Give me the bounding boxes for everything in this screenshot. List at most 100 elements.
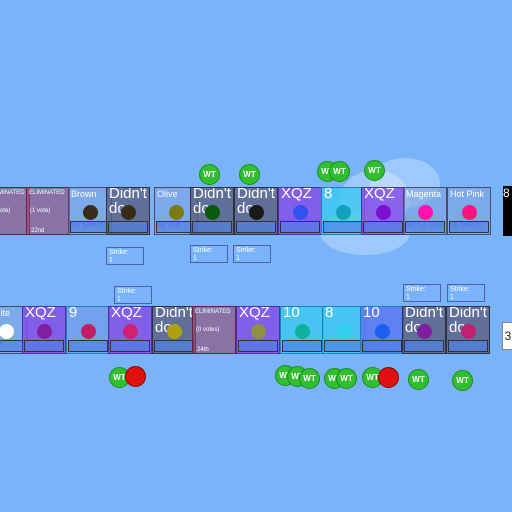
contestant-card: ELIMINATED (1 vote) 22nd [26,187,70,235]
card-strip [108,221,148,233]
card-strip [448,340,488,352]
contestant-dot [293,205,308,220]
contestant-dot [121,205,136,220]
card-status: ELIMINATED [195,309,231,315]
contestant-card: 8 [322,306,366,354]
card-score: XQZ [111,306,142,321]
vote-token: WT [239,164,260,185]
card-score: 10 [363,306,380,321]
card-strip [405,221,445,233]
contestant-dot [295,324,310,339]
contestant-dot [37,324,52,339]
contestant-card: Didn't do [402,306,446,354]
contestant-dot [376,205,391,220]
card-votes: (0 votes) [196,327,220,333]
contestant-card: BrownMy parents [68,187,112,235]
vote-token: WT [408,369,429,390]
contestant-dot [81,324,96,339]
contestant-dot [205,205,220,220]
contestant-dot [418,205,433,220]
elimination-token [378,367,399,388]
contestant-dot [249,205,264,220]
contestant-card: XQZ [22,306,66,354]
contestant-card: 10 [280,306,324,354]
contestant-dot [336,205,351,220]
card-status: ELIMINATED [29,190,65,196]
strike-box: Strike:1 [106,247,144,265]
card-score: 9 [69,306,78,321]
contestant-card: XQZ [108,306,152,354]
vote-token: WT [452,370,473,391]
card-score: XQZ [364,187,395,202]
card-strip [280,221,320,233]
contestant-card: XQZ [361,187,405,235]
card-strip [363,221,403,233]
contestant-dot [123,324,138,339]
card-name: Magenta [406,189,442,199]
elimination-token [125,366,146,387]
contestant-card: 9 [66,306,110,354]
card-strip [154,340,194,352]
contestant-dot [337,324,352,339]
contestant-dot [462,205,477,220]
contestant-dot [251,324,266,339]
contestant-dot [167,324,182,339]
card-score: XQZ [239,306,270,321]
contestant-dot [169,205,184,220]
contestant-card: MagentaMy big sister [403,187,447,235]
card-votes: (1 vote) [30,208,51,214]
contestant-dot [0,324,14,339]
card-name: Brown [71,189,97,199]
strike-box: Strike:1 [447,284,485,302]
strike-box: Strike:1 [403,284,441,302]
contestant-card: Didn't do [446,306,490,354]
contestant-card: 8 [321,187,365,235]
card-strip [238,340,278,352]
contestant-card: Didn't do [190,187,234,235]
card-strip [24,340,64,352]
card-name: White [0,308,11,318]
contestant-dot [83,205,98,220]
card-strip [323,221,363,233]
contestant-card: XQZ [236,306,280,354]
card-strip [70,221,110,233]
contestant-card: XQZ [278,187,322,235]
strike-box: Strike:1 [114,286,152,304]
side-panel: 8 [503,186,512,236]
strike-box: Strike:1 [190,245,228,263]
card-strip [282,340,322,352]
card-strip [110,340,150,352]
contestant-card: Hot PinkMy friends [447,187,491,235]
card-name: Olive [157,189,178,199]
card-strip [362,340,402,352]
contestant-card: 10 [360,306,404,354]
vote-token: WT [299,368,320,389]
contestant-card: Didn't do [152,306,196,354]
card-strip [449,221,489,233]
card-strip [404,340,444,352]
contestant-dot [375,324,390,339]
card-strip [192,221,232,233]
card-score: 10 [283,306,300,321]
card-name: Hot Pink [450,189,485,199]
card-place: 22nd [31,228,45,234]
card-score: XQZ [281,187,312,202]
card-status: ELIMINATED [0,190,25,196]
card-votes: (1 vote) [0,208,11,214]
card-score: 8 [325,306,334,321]
card-score: 8 [324,187,333,202]
card-score: XQZ [25,306,56,321]
card-strip [324,340,364,352]
vote-token: WT [364,160,385,181]
vote-token: WT [336,368,357,389]
side-counter: 3 [502,322,512,350]
card-strip [68,340,108,352]
card-strip [236,221,276,233]
vote-token: WT [199,164,220,185]
contestant-dot [417,324,432,339]
contestant-dot [461,324,476,339]
vote-token: WT [329,161,350,182]
contestant-card: Didn't do [234,187,278,235]
card-place: 24th [197,347,209,353]
strike-box: Strike:1 [233,245,271,263]
